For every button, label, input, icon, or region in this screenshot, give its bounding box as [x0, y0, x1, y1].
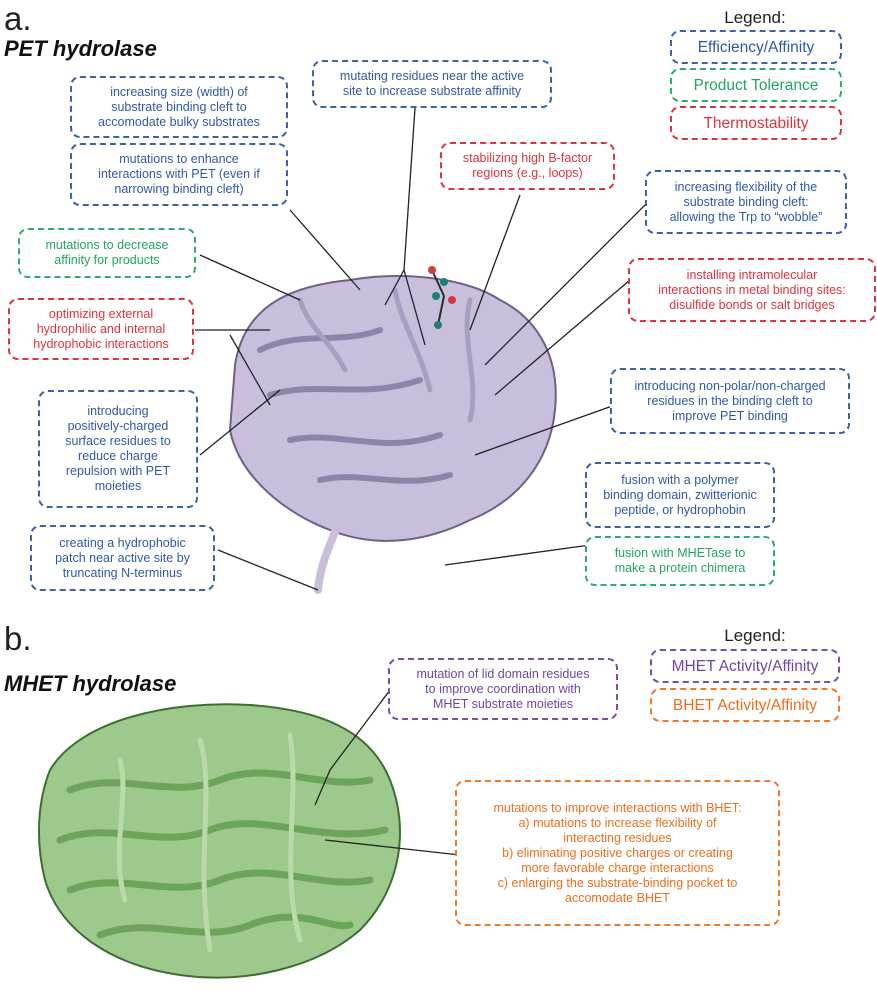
- legend-bhet-activity: BHET Activity/Affinity: [650, 688, 840, 722]
- legend-b-title: Legend:: [724, 626, 786, 645]
- panel-a-title: PET hydrolase: [4, 36, 157, 61]
- note-nonpolar: introducing non-polar/non-charged residu…: [610, 368, 850, 434]
- note-active-site: mutating residues near the active site t…: [312, 60, 552, 108]
- legend-efficiency-affinity: Efficiency/Affinity: [670, 30, 842, 64]
- note-fusion-polymer: fusion with a polymer binding domain, zw…: [585, 462, 775, 528]
- note-positive-charge: introducing positively-charged surface r…: [38, 390, 198, 508]
- note-enhance-pet: mutations to enhance interactions with P…: [70, 143, 288, 206]
- note-hydrophobic-patch: creating a hydrophobic patch near active…: [30, 525, 215, 591]
- legend-product-tolerance: Product Tolerance: [670, 68, 842, 102]
- leader-lines-a: [195, 107, 651, 591]
- note-binding-cleft-size: increasing size (width) of substrate bin…: [70, 76, 288, 138]
- note-metal-sites: installing intramolecular interactions i…: [628, 258, 876, 322]
- note-bfactor: stabilizing high B-factor regions (e.g.,…: [440, 142, 615, 190]
- panel-b-title: MHET hydrolase: [4, 671, 177, 696]
- note-decrease-products: mutations to decrease affinity for produ…: [18, 228, 196, 278]
- ligand-molecule: [428, 266, 456, 329]
- mhet-hydrolase-structure: [38, 703, 401, 979]
- legend-a-title: Legend:: [724, 8, 786, 27]
- leader-lines-b: [314, 689, 461, 856]
- pet-hydrolase-structure: [228, 266, 557, 594]
- note-fusion-mhetase: fusion with MHETase to make a protein ch…: [585, 536, 775, 586]
- note-bhet-interactions: mutations to improve interactions with B…: [455, 780, 780, 926]
- bhet-item-c: c) enlarging the substrate-binding pocke…: [497, 875, 738, 905]
- panel-a-letter: a.: [4, 0, 32, 37]
- bhet-item-a: a) mutations to increase flexibility of …: [518, 815, 717, 845]
- bhet-item-b: b) eliminating positive charges or creat…: [502, 845, 733, 875]
- legend-thermostability: Thermostability: [670, 106, 842, 140]
- note-flexibility: increasing flexibility of the substrate …: [645, 170, 847, 234]
- panel-b-letter: b.: [4, 620, 32, 657]
- note-hydrophilic: optimizing external hydrophilic and inte…: [8, 298, 194, 360]
- bhet-heading: mutations to improve interactions with B…: [493, 800, 742, 815]
- legend-mhet-activity: MHET Activity/Affinity: [650, 649, 840, 683]
- note-lid-domain: mutation of lid domain residues to impro…: [388, 658, 618, 720]
